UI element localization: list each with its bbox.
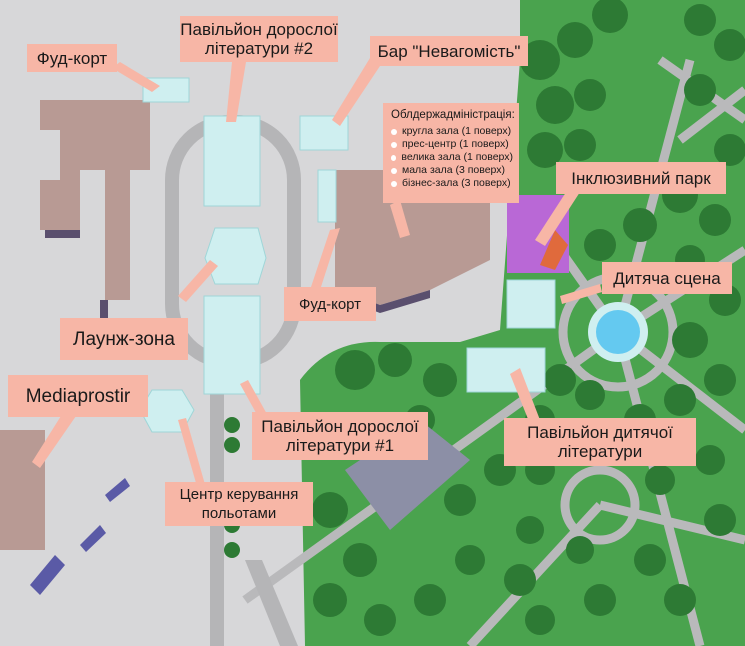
label-bar[interactable]: Бар "Невагомість" bbox=[370, 36, 528, 66]
food-court-2-text: Фуд-корт bbox=[298, 295, 362, 313]
plane-icons bbox=[30, 478, 130, 595]
label-flight-control[interactable]: Центр керування польотами bbox=[165, 482, 313, 526]
road-diagonal bbox=[245, 560, 298, 646]
inclusive-park-text: Інклюзивний парк bbox=[571, 168, 711, 188]
label-inclusive-park[interactable]: Інклюзивний парк bbox=[556, 162, 726, 194]
kids-pavilion-line-2: літератури bbox=[557, 442, 643, 461]
pointer-lines bbox=[32, 58, 602, 490]
label-mediaprostir[interactable]: Mediaprostir bbox=[8, 375, 148, 417]
bullet-icon bbox=[391, 154, 397, 161]
lounge-text: Лаунж-зона bbox=[73, 328, 175, 350]
flight-control-line-1: Центр керування bbox=[179, 486, 299, 503]
adult-pavilion-1-line-2: літератури #1 bbox=[285, 436, 395, 455]
label-food-court-2[interactable]: Фуд-корт bbox=[284, 287, 376, 321]
label-food-court-1[interactable]: Фуд-корт bbox=[27, 44, 117, 72]
inclusive-park-ramp bbox=[540, 230, 568, 270]
bullet-icon bbox=[391, 128, 397, 135]
bullet-icon bbox=[391, 167, 397, 174]
flight-control-line-2: польотами bbox=[201, 505, 277, 522]
plaza bbox=[345, 420, 470, 530]
bullet-icon bbox=[391, 180, 397, 187]
regional-admin-item: кругла зала (1 поверх) bbox=[391, 125, 513, 138]
regional-admin-list: кругла зала (1 поверх) прес-центр (1 пов… bbox=[391, 125, 513, 190]
label-kids-stage[interactable]: Дитяча сцена bbox=[602, 262, 732, 294]
adult-pavilion-2-line-1: Павільйон дорослої bbox=[180, 20, 338, 39]
regional-admin-panel[interactable]: Облдержадміністрація: кругла зала (1 пов… bbox=[383, 103, 519, 203]
bullet-icon bbox=[391, 141, 397, 148]
mediaprostir-text: Mediaprostir bbox=[25, 385, 131, 407]
regional-admin-item: прес-центр (1 поверх) bbox=[391, 138, 513, 151]
regional-admin-item: мала зала (3 поверх) bbox=[391, 164, 513, 177]
kids-stage-text: Дитяча сцена bbox=[613, 268, 721, 288]
fountain-water bbox=[596, 310, 640, 354]
label-kids-pavilion[interactable]: Павільйон дитячої літератури bbox=[504, 418, 696, 466]
label-adult-pavilion-1[interactable]: Павільйон дорослої літератури #1 bbox=[252, 412, 428, 460]
lounge-gazebo bbox=[204, 227, 267, 285]
pavilions bbox=[142, 77, 556, 395]
regional-admin-item: велика зала (1 поверх) bbox=[391, 151, 513, 164]
regional-admin-item: бізнес-зала (3 поверх) bbox=[391, 177, 513, 190]
buildings bbox=[0, 100, 490, 550]
adult-pavilion-2-line-2: літератури #2 bbox=[204, 39, 314, 58]
label-lounge[interactable]: Лаунж-зона bbox=[60, 318, 188, 360]
kids-pavilion-line-1: Павільйон дитячої bbox=[527, 423, 673, 442]
regional-admin-title: Облдержадміністрація: bbox=[391, 109, 515, 121]
label-adult-pavilion-2[interactable]: Павільйон дорослої літератури #2 bbox=[180, 16, 338, 62]
bar-text: Бар "Невагомість" bbox=[377, 41, 521, 61]
food-court-1-text: Фуд-корт bbox=[36, 48, 108, 68]
adult-pavilion-1-line-1: Павільйон дорослої bbox=[261, 417, 419, 436]
